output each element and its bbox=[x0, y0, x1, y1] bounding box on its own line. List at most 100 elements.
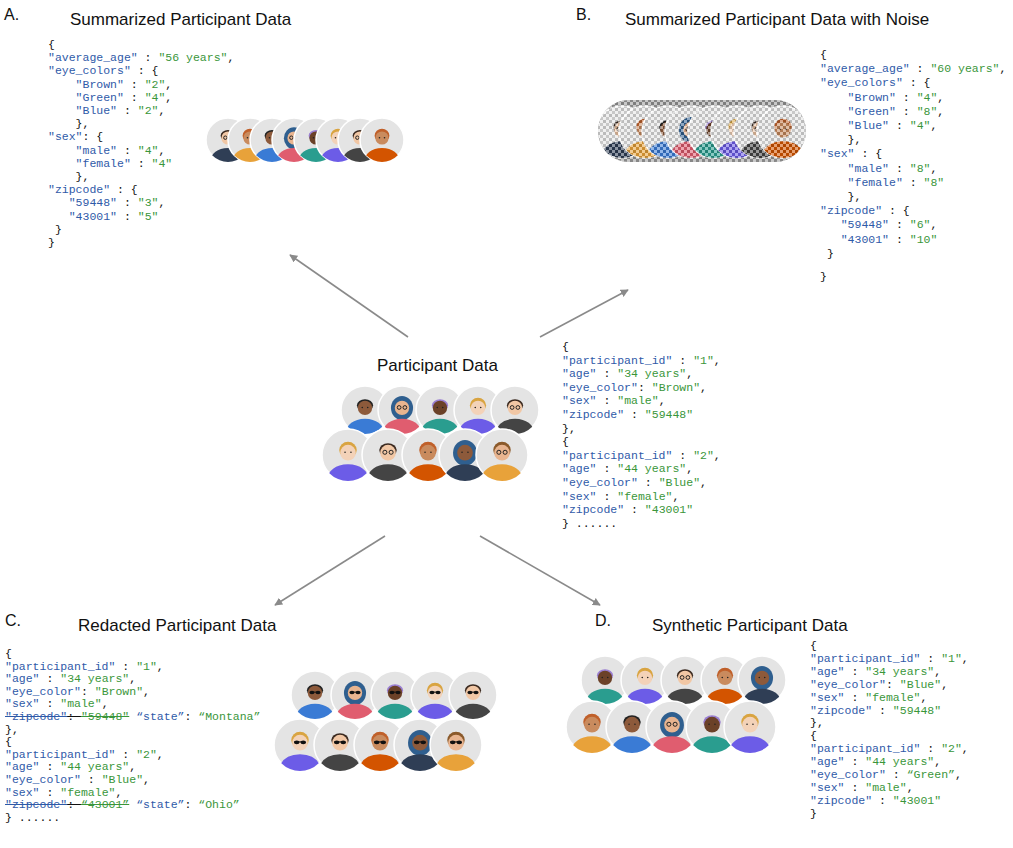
person-eye bbox=[746, 723, 748, 725]
person-eye bbox=[335, 137, 337, 139]
person-body bbox=[453, 704, 494, 721]
json-line: "male" : "8", bbox=[820, 162, 1006, 176]
json-token: "Green" bbox=[848, 105, 896, 118]
json-token: "43001" bbox=[69, 210, 117, 223]
sunglasses bbox=[420, 740, 426, 744]
json-token: , bbox=[937, 91, 944, 104]
json-token: }, bbox=[848, 190, 862, 203]
glasses bbox=[673, 722, 677, 726]
person-head bbox=[678, 671, 692, 685]
json-line: { bbox=[562, 340, 721, 354]
json-token: , bbox=[158, 144, 165, 157]
person-head bbox=[718, 671, 732, 685]
json-token: "59448" bbox=[841, 218, 889, 231]
json-block: {"participant_id" : "1","age" : "34 year… bbox=[5, 648, 260, 824]
json-line: "age" : "44 years", bbox=[562, 462, 721, 476]
json-token: "59448" bbox=[81, 710, 129, 723]
sunglasses bbox=[334, 740, 340, 744]
json-token: "zipcode" bbox=[562, 408, 624, 421]
person-head bbox=[332, 735, 348, 751]
sunglasses bbox=[473, 691, 478, 694]
json-line: } bbox=[48, 223, 234, 236]
person-head bbox=[292, 735, 308, 751]
json-token: }, bbox=[810, 716, 824, 729]
person-body bbox=[375, 704, 416, 721]
json-line: "participant_id" : "1", bbox=[810, 653, 969, 666]
json-token: : bbox=[886, 678, 900, 691]
json-line: "Brown" : "2", bbox=[48, 78, 234, 91]
json-token: , bbox=[934, 665, 941, 678]
json-token: : bbox=[889, 119, 910, 132]
json-token: “state” bbox=[136, 798, 184, 811]
person-body bbox=[415, 704, 456, 721]
json-line: "age" : "44 years", bbox=[810, 756, 969, 769]
sunglasses bbox=[450, 740, 456, 744]
json-token: , bbox=[672, 490, 679, 503]
person-eye bbox=[628, 723, 630, 725]
person-eye bbox=[474, 407, 476, 409]
json-line: "zipcode" : { bbox=[48, 183, 234, 196]
data-panel: B.Summarized Participant Data with Noise… bbox=[570, 0, 1009, 287]
sunglasses-bridge bbox=[394, 692, 395, 693]
json-line: "zipcode" : "43001" bbox=[810, 795, 969, 808]
sunglasses bbox=[309, 691, 314, 694]
json-token: : bbox=[920, 742, 941, 755]
panel-letter: A. bbox=[4, 6, 19, 24]
json-token: }, bbox=[5, 723, 19, 736]
json-token: "Green" bbox=[76, 91, 124, 104]
json-token: }, bbox=[562, 422, 576, 435]
panel-title: Synthetic Participant Data bbox=[652, 616, 848, 636]
json-token: "eye_color" bbox=[810, 768, 886, 781]
json-token: "4" bbox=[138, 144, 159, 157]
person-head bbox=[340, 445, 356, 461]
json-line: "eye_color": "Blue", bbox=[810, 679, 969, 692]
json-line: "age" : "34 years", bbox=[810, 666, 969, 679]
person-body bbox=[610, 736, 654, 754]
json-token: : bbox=[124, 91, 145, 104]
json-line: "zipcode" : "43001" bbox=[562, 503, 721, 517]
json-line: "sex": { bbox=[48, 130, 234, 143]
panel-title: Summarized Participant Data bbox=[70, 10, 291, 30]
json-token: "43001" bbox=[841, 233, 889, 246]
data-panel: Participant Data{"participant_id" : "1",… bbox=[320, 340, 723, 533]
json-token: : bbox=[896, 91, 917, 104]
json-token: "age" bbox=[562, 367, 597, 380]
json-line: "participant_id" : "1", bbox=[562, 354, 721, 368]
json-token: : bbox=[131, 157, 152, 170]
json-token: "2" bbox=[941, 742, 962, 755]
person-eye bbox=[594, 723, 596, 725]
json-token: "43001" bbox=[645, 503, 693, 516]
json-token: "Blue" bbox=[76, 104, 117, 117]
json-token: "Brown" bbox=[76, 78, 124, 91]
json-token: : bbox=[845, 755, 866, 768]
json-line: "zipcode" : "59448" bbox=[810, 705, 969, 718]
person-body bbox=[358, 754, 402, 772]
json-token: "average_age" bbox=[820, 62, 910, 75]
json-block: {"participant_id" : "1","age" : "34 year… bbox=[562, 340, 721, 530]
json-token: : bbox=[184, 798, 198, 811]
json-token: "44 years" bbox=[617, 462, 686, 475]
json-line: "43001" : "10" bbox=[820, 233, 1006, 247]
person-icon bbox=[449, 671, 497, 720]
json-token: "eye_color" bbox=[5, 773, 81, 786]
json-line: "zipcode" : { bbox=[820, 204, 1006, 218]
glasses bbox=[510, 406, 514, 410]
json-token: , bbox=[129, 760, 136, 773]
json-token: } ...... bbox=[5, 811, 60, 824]
json-line: } bbox=[810, 808, 969, 821]
sunglasses-bridge bbox=[419, 741, 421, 742]
sunglasses-bridge bbox=[434, 692, 435, 693]
json-token: "60 years" bbox=[930, 62, 999, 75]
json-token: "sex" bbox=[820, 147, 855, 160]
person-body bbox=[278, 754, 322, 772]
sunglasses bbox=[374, 740, 380, 744]
json-token: : bbox=[872, 704, 893, 717]
data-panel: A.Summarized Participant Data{"average_a… bbox=[0, 0, 294, 252]
json-token: "2" bbox=[693, 449, 714, 462]
json-token: : { bbox=[855, 147, 883, 160]
json-token: : bbox=[117, 144, 138, 157]
json-token: }, bbox=[848, 133, 862, 146]
panel-letter: C. bbox=[5, 612, 21, 630]
json-token: "male" bbox=[617, 394, 658, 407]
person-eye bbox=[384, 137, 386, 139]
